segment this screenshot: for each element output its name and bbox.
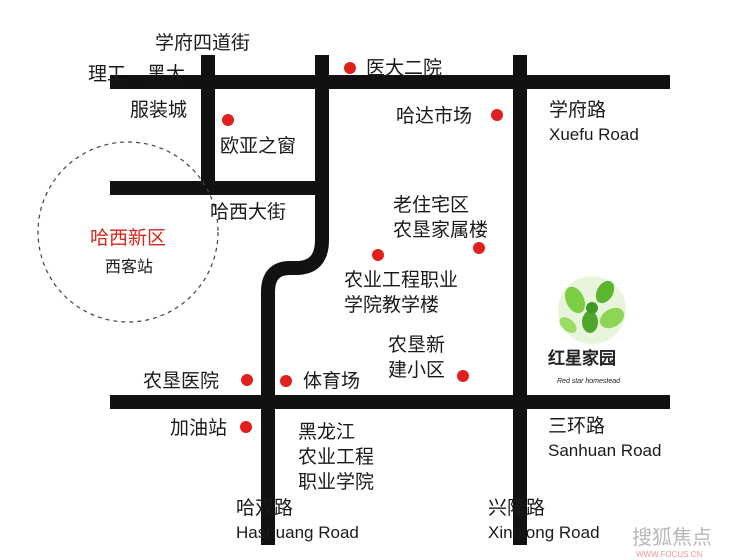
marker-nongye-xueyuan[interactable]: [372, 249, 384, 261]
label-tiyuchang: 体育场: [303, 370, 360, 392]
watermark-url: WWW.FOCUS.CN: [636, 550, 702, 559]
label-haxi-xinqu: 哈西新区: [90, 227, 166, 249]
label-fuzhuangcheng: 服装城: [130, 99, 187, 121]
label-nongken-xin-2: 建小区: [388, 359, 445, 381]
label-hlj-3: 职业学院: [298, 471, 374, 493]
label-xinglong-cn: 兴隆路: [488, 497, 545, 519]
marker-yida-eryuan[interactable]: [344, 62, 356, 74]
label-jiayouzhan: 加油站: [170, 417, 227, 439]
label-hlj-1: 黑龙江: [298, 421, 355, 443]
marker-nongken-xin[interactable]: [457, 370, 469, 382]
haxi-district-circle: [37, 141, 219, 323]
logo-subtitle: Red star homestead: [557, 378, 621, 385]
label-ouya-zhichuang: 欧亚之窗: [220, 135, 296, 157]
label-nongye-xueyuan-2: 学院教学楼: [344, 294, 439, 316]
label-nongye-xueyuan-1: 农业工程职业: [344, 269, 458, 291]
logo-name: 红星家园: [548, 348, 616, 369]
labels: 学府四道街 理工 黑大 服装城 医大二院 哈达市场 学府路 Xuefu Road…: [88, 32, 661, 542]
marker-ouya-zhichuang[interactable]: [222, 114, 234, 126]
marker-jiayouzhan[interactable]: [240, 421, 252, 433]
label-xuefu-sidao: 学府四道街: [155, 32, 250, 54]
label-nongken-yiyuan: 农垦医院: [143, 370, 219, 392]
label-ligong: 理工: [88, 63, 126, 85]
road-hashuang: [261, 55, 329, 545]
label-xuefu-road-en: Xuefu Road: [549, 125, 639, 144]
watermark-brand: 搜狐焦点: [632, 525, 712, 549]
marker-tiyuchang[interactable]: [280, 375, 292, 387]
label-hlj-2: 农业工程: [298, 446, 374, 468]
label-xuefu-road-cn: 学府路: [549, 99, 606, 121]
label-nongken-jiashulou: 农垦家属楼: [393, 219, 488, 241]
hongxing-logo: 红星家园 Red star homestead: [548, 276, 626, 385]
marker-hada-shichang[interactable]: [491, 109, 503, 121]
leaf-emblem-icon: [558, 276, 626, 344]
label-hada-shichang: 哈达市场: [396, 105, 472, 127]
sohu-focus-watermark: 搜狐焦点 WWW.FOCUS.CN: [632, 525, 712, 559]
label-haxi-dajie: 哈西大街: [210, 201, 286, 223]
marker-nongken-jiashulou[interactable]: [473, 242, 485, 254]
markers: [222, 62, 503, 433]
label-xinglong-en: Xinglong Road: [488, 523, 600, 542]
label-heida: 黑大: [147, 63, 185, 85]
label-nongken-xin-1: 农垦新: [388, 334, 445, 356]
label-sanhuan-en: Sanhuan Road: [548, 441, 661, 460]
roads: [110, 55, 670, 545]
label-sanhuan-cn: 三环路: [548, 415, 605, 437]
label-hashuang-en: Hashuang Road: [236, 523, 359, 542]
marker-nongken-yiyuan[interactable]: [241, 374, 253, 386]
label-xike-zhan: 西客站: [105, 257, 153, 276]
label-yida-eryuan: 医大二院: [366, 57, 442, 79]
label-hashuang-cn: 哈双路: [236, 497, 293, 519]
label-lao-zhuzhaiqu: 老住宅区: [393, 194, 469, 216]
